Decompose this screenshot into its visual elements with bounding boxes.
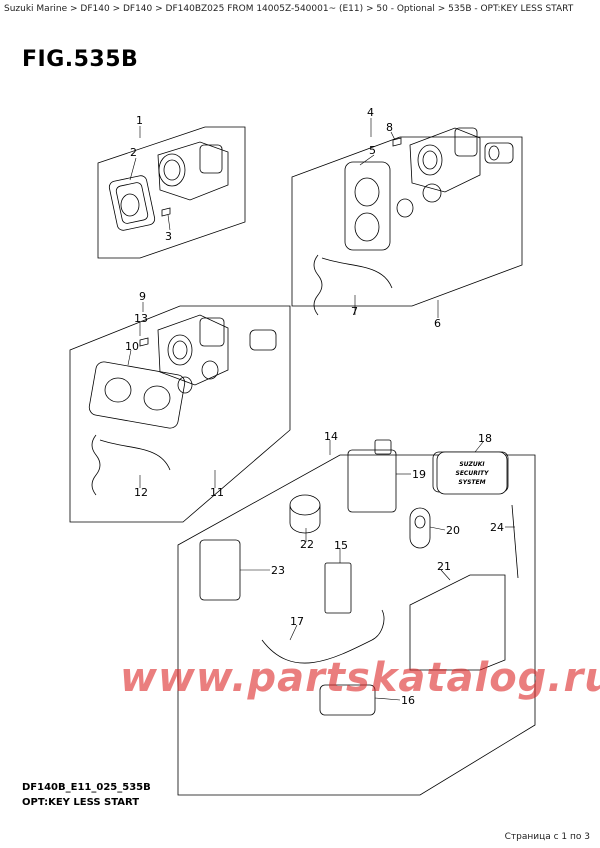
security-label-line2: SECURITY <box>456 470 490 477</box>
watermark: www.partskatalog.ru <box>120 655 600 701</box>
figure-subtitle: OPT:KEY LESS START <box>22 797 140 808</box>
security-label-line1: SUZUKI <box>459 461 485 468</box>
callout-6[interactable]: 6 <box>434 317 441 330</box>
breadcrumb-current: 535B - OPT:KEY LESS START <box>448 4 574 14</box>
security-label-line3: SYSTEM <box>458 479 485 486</box>
callout-7[interactable]: 7 <box>351 305 358 318</box>
callout-17[interactable]: 17 <box>290 615 304 628</box>
callout-16[interactable]: 16 <box>401 694 415 707</box>
key-switch-assembly-4 <box>313 127 514 316</box>
callout-2[interactable]: 2 <box>130 146 137 159</box>
breadcrumb-item[interactable]: DF140 <box>80 4 110 14</box>
callout-19[interactable]: 19 <box>412 468 426 481</box>
callout-3[interactable]: 3 <box>165 230 172 243</box>
figure-code: DF140B_E11_025_535B <box>22 782 151 793</box>
callout-18[interactable]: 18 <box>478 432 492 445</box>
callout-23[interactable]: 23 <box>271 564 285 577</box>
callout-9[interactable]: 9 <box>139 290 146 303</box>
callout-8[interactable]: 8 <box>386 121 393 134</box>
key-switch-assembly-1 <box>108 141 229 231</box>
callout-14[interactable]: 14 <box>324 430 338 443</box>
callout-15[interactable]: 15 <box>334 539 348 552</box>
callout-5[interactable]: 5 <box>369 144 376 157</box>
breadcrumb-separator: > <box>109 4 123 14</box>
figure-title: FIG.535B <box>22 47 139 72</box>
group-frame-4 <box>291 136 523 307</box>
callouts: 1 2 3 4 5 6 7 8 9 10 11 12 13 14 15 16 1… <box>125 106 504 707</box>
callout-22[interactable]: 22 <box>300 538 314 551</box>
group-frame-14 <box>177 454 536 796</box>
callout-10[interactable]: 10 <box>125 340 139 353</box>
breadcrumb-item[interactable]: DF140 <box>122 4 153 14</box>
callout-21[interactable]: 21 <box>437 560 451 573</box>
breadcrumb-item[interactable]: Suzuki Marine <box>4 4 68 14</box>
callout-11[interactable]: 11 <box>210 486 224 499</box>
pager: Страница с 1 по 3 <box>504 832 590 842</box>
breadcrumb-item[interactable]: DF140BZ025 FROM 14005Z-540001~ (E11) <box>165 4 364 14</box>
callout-1[interactable]: 1 <box>136 114 143 127</box>
breadcrumb-separator: > <box>152 4 166 14</box>
group-frame-9 <box>69 305 291 523</box>
key-switch-assembly-9 <box>88 314 277 496</box>
breadcrumb: Suzuki Marine > DF140 > DF140 > DF140BZ0… <box>4 4 573 14</box>
group-frame-1 <box>97 126 246 259</box>
leader-lines <box>127 118 515 701</box>
callout-13[interactable]: 13 <box>134 312 148 325</box>
callout-20[interactable]: 20 <box>446 524 460 537</box>
callout-12[interactable]: 12 <box>134 486 148 499</box>
security-label: SUZUKI SECURITY SYSTEM <box>436 451 508 495</box>
breadcrumb-item[interactable]: 50 - Optional <box>376 4 435 14</box>
breadcrumb-separator: > <box>67 4 81 14</box>
breadcrumb-separator: > <box>434 4 449 14</box>
breadcrumb-separator: > <box>363 4 377 14</box>
callout-4[interactable]: 4 <box>367 106 374 119</box>
callout-24[interactable]: 24 <box>490 521 504 534</box>
